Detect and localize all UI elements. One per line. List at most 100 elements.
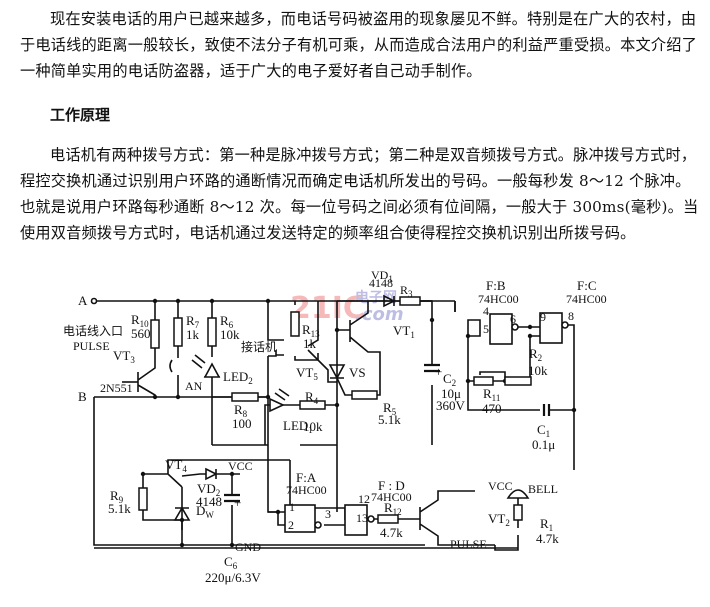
principle-paragraph: 电话机有两种拨号方式：第一种是脉冲拨号方式；第二种是双音频拨号方式。脉冲拨号方式… — [20, 142, 700, 246]
r7-value: 1k — [186, 327, 200, 342]
principle-text: 电话机有两种拨号方式：第一种是脉冲拨号方式；第二种是双音频拨号方式。脉冲拨号方式… — [20, 146, 699, 242]
r10-value: 560 — [131, 326, 151, 341]
vt3-value: 2N551 — [100, 381, 133, 395]
r9-value: 5.1k — [108, 501, 131, 516]
svg-text:VT4: VT4 — [165, 457, 187, 474]
label-vcc: VCC — [228, 459, 253, 473]
led1-symbol — [269, 397, 285, 413]
label-vcc2: VCC — [488, 479, 513, 493]
label-a: A — [78, 293, 88, 308]
led2-symbol — [203, 362, 221, 378]
svg-text:R4: R4 — [305, 389, 319, 406]
resistors — [138, 296, 532, 524]
svg-text:9: 9 — [540, 310, 546, 324]
label-line-input: 电话线入口 — [63, 324, 123, 338]
resistor-r13 — [290, 311, 300, 337]
label-gnd: GND — [235, 540, 261, 554]
an-label: AN — [185, 379, 203, 393]
svg-text:VT5: VT5 — [296, 365, 318, 382]
svg-text:8: 8 — [568, 309, 574, 323]
svg-text:R2: R2 — [529, 346, 542, 363]
svg-text:R1: R1 — [540, 516, 553, 533]
svg-text:4: 4 — [483, 304, 489, 318]
svg-text:R9: R9 — [110, 488, 124, 505]
r4-value: 10k — [303, 419, 323, 434]
fa-title: F:A — [296, 470, 317, 485]
svg-text:VT1: VT1 — [393, 323, 415, 340]
label-pulse-out: PULSE — [450, 537, 487, 551]
c2-plus: + — [435, 364, 442, 379]
c2-voltage: 360V — [436, 398, 466, 413]
c2-value: 10μ — [441, 386, 461, 401]
svg-text:C6: C6 — [224, 554, 238, 571]
r12-value: 4.7k — [380, 525, 403, 540]
resistor-r9 — [138, 487, 148, 511]
resistor-r10 — [150, 319, 160, 349]
svg-text:2: 2 — [288, 518, 294, 532]
r5-value: 5.1k — [378, 412, 401, 427]
svg-text:13: 13 — [356, 511, 368, 525]
svg-text:6: 6 — [510, 312, 516, 326]
vd1-value: 4148 — [369, 276, 393, 290]
svg-text:DW: DW — [196, 503, 214, 520]
svg-text:R6: R6 — [220, 313, 234, 330]
r8-value: 100 — [232, 416, 252, 431]
svg-text:VT3: VT3 — [113, 348, 135, 365]
svg-text:R10: R10 — [131, 312, 149, 329]
gate-fd — [344, 504, 368, 536]
label-b: B — [78, 389, 87, 404]
svg-text:R3: R3 — [400, 283, 413, 299]
nand-gates — [284, 312, 569, 536]
label-bell: BELL — [528, 482, 558, 496]
svg-text:1: 1 — [289, 500, 295, 514]
capacitor-c6 — [224, 493, 240, 503]
svg-text:3: 3 — [325, 507, 331, 521]
svg-text:C1: C1 — [537, 422, 550, 439]
watermark: 21IC 电子网 .com — [290, 289, 404, 326]
c6-value: 220μ/6.3V — [205, 570, 261, 585]
capacitor-c2 — [424, 363, 440, 373]
fc-title: F:C — [577, 278, 597, 293]
watermark-main: 21IC — [290, 291, 365, 326]
c6-plus: + — [234, 495, 241, 510]
r13-value: 1k — [303, 336, 317, 351]
fa-chip: 74HC00 — [286, 483, 327, 497]
svg-text:R12: R12 — [384, 500, 402, 517]
section-heading: 工作原理 — [50, 106, 111, 124]
intro-text: 现在安装电话的用户已越来越多，而电话号码被盗用的现象屡见不鲜。特别是在广大的农村… — [20, 10, 698, 80]
resistor-r5 — [351, 390, 378, 400]
resistor-r3 — [399, 296, 421, 306]
fd-chip: 74HC00 — [371, 490, 412, 504]
svg-text:LED1: LED1 — [283, 418, 313, 435]
watermark-domain: .com — [355, 304, 404, 325]
capacitors — [224, 363, 551, 503]
r1-value: 4.7k — [536, 531, 559, 546]
resistor-r7 — [173, 317, 183, 347]
resistor-r1 — [513, 504, 523, 521]
vd2-symbol — [205, 467, 222, 481]
r2-value: 10k — [528, 363, 548, 378]
svg-text:R5: R5 — [383, 400, 397, 417]
resistor-r12 — [377, 514, 399, 524]
svg-text:C2: C2 — [443, 371, 456, 388]
svg-text:R13: R13 — [302, 322, 320, 339]
c1-value: 0.1μ — [532, 437, 555, 452]
vs-symbol — [328, 364, 346, 380]
vd1-symbol — [383, 294, 396, 308]
svg-text:VD1: VD1 — [371, 268, 393, 284]
svg-text:VD2: VD2 — [197, 481, 220, 498]
fd-title: F : D — [378, 478, 405, 493]
vd2-value: 4148 — [196, 494, 222, 509]
svg-text:12: 12 — [358, 492, 370, 506]
vs-label: VS — [349, 365, 366, 380]
svg-text:LED2: LED2 — [223, 369, 253, 386]
r6-value: 10k — [220, 327, 240, 342]
gate-fb — [489, 313, 513, 345]
fb-title: F:B — [486, 278, 506, 293]
svg-text:R7: R7 — [186, 313, 200, 330]
svg-text:VT2: VT2 — [488, 511, 510, 528]
gate-fc — [539, 312, 563, 344]
fb-chip: 74HC00 — [478, 292, 519, 306]
svg-text:5: 5 — [483, 322, 489, 336]
